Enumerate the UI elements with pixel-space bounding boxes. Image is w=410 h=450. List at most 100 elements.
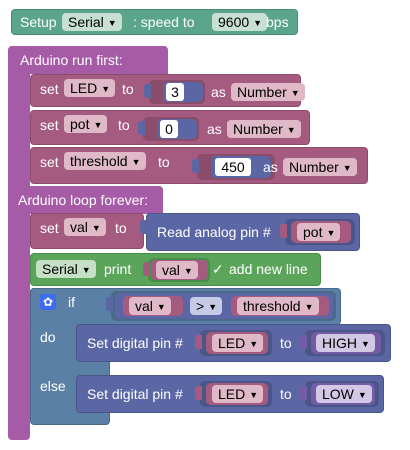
type-dropdown[interactable]: Number▼ — [231, 83, 305, 101]
as-label: as — [207, 121, 222, 137]
set-digital-pin-label: Set digital pin # — [87, 335, 183, 351]
pin-variable-block: pot▼ — [291, 221, 351, 243]
led-pin-dropdown[interactable]: LED▼ — [212, 334, 264, 352]
loop-forever-title: Arduino loop forever: — [18, 192, 148, 208]
arduino-run-first-block[interactable]: Arduino run first: — [8, 46, 168, 74]
set-label: set — [40, 154, 59, 170]
led-pin-dropdown[interactable]: LED▼ — [212, 385, 264, 403]
baud-rate-dropdown[interactable]: 9600▼ — [212, 13, 268, 31]
led-number-input[interactable]: 3 — [166, 83, 184, 101]
low-state-dropdown[interactable]: LOW▼ — [316, 385, 372, 403]
serial-print-block[interactable]: Serial▼ print val▼ ✓ add new line — [30, 253, 321, 286]
set-label: set — [40, 220, 59, 236]
low-state-value: LOW — [322, 386, 354, 402]
pin-socket: LED▼ — [195, 330, 272, 356]
chevron-down-icon: ▼ — [290, 88, 300, 98]
arduino-loop-forever-block[interactable]: Arduino loop forever: — [8, 186, 163, 214]
number-socket: 0 — [138, 117, 199, 141]
new-line-label: add new line — [229, 261, 308, 277]
operator-value: > — [196, 298, 205, 314]
number-socket: 450 — [192, 154, 275, 180]
pot-number-input[interactable]: 0 — [160, 120, 178, 138]
threshold-compare-value: threshold — [243, 298, 301, 314]
chevron-down-icon: ▼ — [91, 223, 101, 233]
set-led-block[interactable]: set LED▼ to 3 as Number▼ — [30, 74, 305, 107]
high-state-block: HIGH ▼ — [311, 332, 381, 354]
threshold-compare-dropdown[interactable]: threshold▼ — [237, 297, 319, 315]
led-pin-block: LED▼ — [206, 332, 268, 354]
pot-variable-dropdown[interactable]: pot▼ — [64, 115, 108, 133]
threshold-variable-value: threshold — [70, 153, 128, 169]
setup-serial-block[interactable]: Setup Serial▼ : speed to 9600▼ bps — [11, 9, 298, 35]
state-socket: HIGH ▼ — [300, 330, 385, 356]
type-dropdown[interactable]: Number▼ — [283, 158, 357, 176]
program-spine — [8, 66, 30, 440]
number-socket: 3 — [144, 80, 205, 104]
chevron-down-icon: ▼ — [342, 163, 352, 173]
serial-port-dropdown[interactable]: Serial▼ — [36, 260, 96, 278]
setup-label: Setup — [20, 14, 57, 30]
else-label: else — [40, 378, 66, 394]
chevron-down-icon: ▼ — [131, 157, 141, 167]
if-label: if — [68, 294, 75, 310]
val-compare-dropdown[interactable]: val▼ — [129, 297, 171, 315]
high-state-value: HIGH — [322, 335, 357, 351]
chevron-down-icon: ▼ — [253, 18, 263, 28]
chevron-down-icon: ▼ — [101, 84, 111, 94]
to-label: to — [118, 117, 130, 133]
set-val-block[interactable]: set val▼ to — [30, 213, 144, 249]
to-label: to — [280, 335, 292, 351]
high-state-dropdown[interactable]: HIGH ▼ — [316, 334, 375, 352]
as-label: as — [211, 84, 226, 100]
type-value: Number — [237, 84, 287, 100]
pot-variable-value: pot — [70, 116, 90, 132]
print-value-socket: val▼ — [143, 258, 210, 282]
val-print-value: val — [162, 262, 180, 278]
new-line-checkbox[interactable]: ✓ — [212, 261, 224, 277]
number-block: 3 — [163, 82, 203, 102]
do-label: do — [40, 329, 56, 345]
serial-port-value: Serial — [42, 261, 78, 277]
chevron-down-icon: ▼ — [249, 390, 259, 400]
left-operand-block: val▼ — [123, 296, 183, 316]
set-digital-pin-high-block[interactable]: Set digital pin # LED▼ to HIGH ▼ — [76, 324, 391, 362]
chevron-down-icon: ▼ — [183, 266, 193, 276]
pot-pin-value: pot — [303, 224, 323, 240]
condition-socket: val▼ >▼ threshold▼ — [106, 291, 336, 321]
val-print-dropdown[interactable]: val▼ — [156, 261, 198, 279]
type-value: Number — [289, 159, 339, 175]
val-compare-value: val — [135, 298, 153, 314]
state-socket: LOW▼ — [300, 381, 379, 407]
chevron-down-icon: ▼ — [361, 339, 370, 349]
type-dropdown[interactable]: Number▼ — [227, 120, 301, 138]
as-label: as — [263, 159, 278, 175]
right-operand-block: threshold▼ — [231, 296, 329, 316]
set-digital-pin-low-block[interactable]: Set digital pin # LED▼ to LOW▼ — [76, 375, 384, 413]
speed-label: : speed to — [133, 14, 195, 30]
serial-port-dropdown[interactable]: Serial▼ — [62, 13, 122, 31]
if-row[interactable]: ✿ if val▼ >▼ threshold▼ — [30, 288, 341, 325]
gear-icon[interactable]: ✿ — [40, 294, 56, 310]
set-label: set — [40, 81, 59, 97]
low-state-block: LOW▼ — [311, 383, 375, 405]
val-variable-dropdown[interactable]: val▼ — [64, 218, 106, 236]
led-variable-dropdown[interactable]: LED▼ — [64, 79, 116, 97]
set-digital-pin-label: Set digital pin # — [87, 386, 183, 402]
read-analog-label: Read analog pin # — [157, 224, 271, 240]
bps-label: bps — [266, 14, 289, 30]
set-pot-block[interactable]: set pot▼ to 0 as Number▼ — [30, 110, 310, 145]
pot-pin-dropdown[interactable]: pot▼ — [297, 223, 341, 241]
set-label: set — [40, 117, 59, 133]
chevron-down-icon: ▼ — [107, 18, 117, 28]
threshold-variable-dropdown[interactable]: threshold▼ — [64, 152, 146, 170]
operator-dropdown[interactable]: >▼ — [190, 297, 223, 315]
threshold-number-input[interactable]: 450 — [215, 158, 251, 176]
chevron-down-icon: ▼ — [357, 390, 367, 400]
chevron-down-icon: ▼ — [249, 339, 259, 349]
compare-block: val▼ >▼ threshold▼ — [115, 293, 333, 319]
val-variable-block: val▼ — [151, 260, 208, 280]
led-variable-value: LED — [70, 80, 98, 96]
set-threshold-block[interactable]: set threshold▼ to 450 as Number▼ — [30, 147, 368, 184]
read-analog-pin-block[interactable]: Read analog pin # pot▼ — [140, 213, 360, 251]
print-label: print — [104, 261, 132, 277]
